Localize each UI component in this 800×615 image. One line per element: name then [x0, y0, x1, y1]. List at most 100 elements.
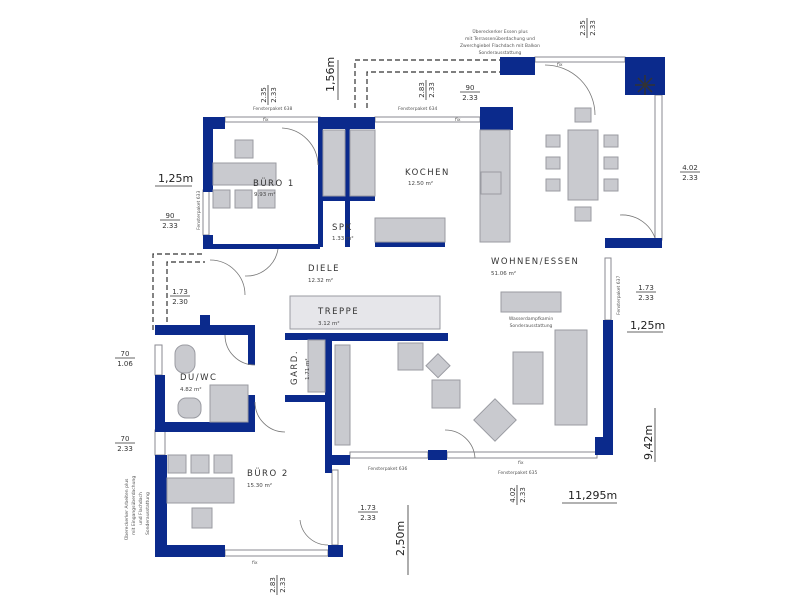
svg-text:2.83: 2.83 — [418, 82, 426, 98]
measure-1-56: 1,56m — [324, 57, 337, 92]
shower-icon — [209, 384, 249, 423]
room-area-wohnen: 51.06 m² — [491, 270, 516, 277]
room-area-treppe: 3.12 m² — [318, 320, 340, 327]
svg-text:mit Eingangsüberdachung: mit Eingangsüberdachung — [131, 476, 137, 535]
window-label-636: Fensterpaket 636 — [368, 466, 407, 472]
office-chair-1 — [234, 139, 254, 159]
svg-text:2.33: 2.33 — [589, 20, 597, 36]
svg-text:2.33: 2.33 — [638, 294, 654, 302]
window-label-638: Fensterpaket 638 — [253, 106, 292, 112]
svg-text:2.30: 2.30 — [172, 298, 188, 306]
measure-9-42: 9,42m — [642, 425, 655, 460]
svg-text:2.33: 2.33 — [519, 487, 527, 503]
svg-text:70: 70 — [121, 435, 130, 443]
room-area-gard: 1.71 m² — [304, 358, 311, 380]
room-name-buero1: BÜRO 1 — [253, 178, 295, 189]
note-erker-top: Übereckerker Essen plus mit Terrassenübe… — [460, 28, 540, 56]
measure-11-295: 11,295m — [568, 489, 617, 502]
svg-text:2.33: 2.33 — [270, 87, 278, 103]
svg-text:mit Terrassenüberdachung und: mit Terrassenüberdachung und — [465, 36, 535, 42]
room-name-wohnen: WOHNEN/ESSEN — [491, 257, 579, 267]
svg-text:1.73: 1.73 — [172, 288, 188, 296]
cooktop-icon — [480, 171, 502, 195]
svg-text:Übereckerker Arbeiten plus: Übereckerker Arbeiten plus — [123, 478, 130, 540]
desk-1 — [212, 162, 277, 186]
window-label-635: Fensterpaket 635 — [498, 470, 537, 476]
room-name-gard: GARD. — [290, 350, 300, 385]
fix-label: fix — [263, 117, 269, 123]
staircase — [289, 295, 441, 330]
svg-text:2.35: 2.35 — [579, 20, 587, 36]
erker-dashed-inner — [366, 71, 500, 108]
fix-label: fix — [557, 62, 563, 68]
furniture — [166, 75, 655, 529]
room-name-treppe: TREPPE — [317, 307, 359, 317]
entrance-dashed-inner — [166, 261, 205, 330]
fix-label: fix — [252, 560, 258, 566]
svg-text:1.06: 1.06 — [117, 360, 133, 368]
room-area-duwc: 4.82 m² — [180, 386, 202, 393]
room-area-kochen: 12.50 m² — [408, 180, 433, 187]
room-name-spk: SPK — [332, 223, 353, 233]
fireplace-label: Wasserdampfkamin — [509, 316, 554, 322]
svg-text:2.35: 2.35 — [260, 87, 268, 103]
room-name-kochen: KOCHEN — [405, 168, 450, 178]
fix-label: fix — [455, 117, 461, 123]
window-label-633: Fensterpaket 633 — [196, 191, 202, 230]
svg-text:Sonderausstattung: Sonderausstattung — [145, 492, 151, 535]
kitchen-counter-bottom — [374, 217, 446, 243]
fireplace-note: Sonderausstattung — [510, 323, 553, 329]
svg-text:4.02: 4.02 — [509, 487, 517, 503]
measure-2-50: 2,50m — [394, 521, 407, 556]
svg-text:90: 90 — [466, 84, 475, 92]
svg-text:1.73: 1.73 — [638, 284, 654, 292]
room-area-spk: 1.33 m² — [332, 235, 354, 242]
svg-text:Übereckerker Essen plus: Übereckerker Essen plus — [472, 28, 528, 35]
entrance-dashed-outline — [152, 253, 205, 330]
svg-text:2.33: 2.33 — [682, 174, 698, 182]
window-label-634: Fensterpaket 634 — [398, 106, 437, 112]
doors — [209, 64, 656, 546]
svg-text:Zwerchgiebel Flachdach mit Bal: Zwerchgiebel Flachdach mit Balkon — [460, 43, 540, 49]
window-label-637: Fensterpaket 637 — [616, 276, 622, 315]
erker-dashed-outline — [354, 59, 500, 108]
svg-text:1.73: 1.73 — [360, 504, 376, 512]
svg-text:70: 70 — [121, 350, 130, 358]
room-name-duwc: DU/WC — [180, 373, 217, 383]
svg-text:2.33: 2.33 — [162, 222, 178, 230]
svg-text:2.33: 2.33 — [117, 445, 133, 453]
sink-icon — [177, 397, 202, 419]
svg-text:und Flachdach: und Flachdach — [138, 492, 144, 525]
svg-text:4.02: 4.02 — [682, 164, 698, 172]
room-area-diele: 12.32 m² — [308, 277, 333, 284]
svg-text:2.33: 2.33 — [360, 514, 376, 522]
measure-1-25-right: 1,25m — [630, 319, 665, 332]
sofa — [554, 329, 588, 426]
coffee-table — [512, 351, 544, 405]
dining-table — [567, 129, 599, 201]
svg-text:2.33: 2.33 — [428, 82, 436, 98]
measure-1-25-left: 1,25m — [158, 172, 193, 185]
walls — [155, 57, 665, 557]
svg-text:2.83: 2.83 — [269, 577, 277, 593]
armchair — [431, 379, 461, 409]
svg-text:90: 90 — [166, 212, 175, 220]
desk-2 — [166, 477, 235, 504]
svg-text:2.33: 2.33 — [462, 94, 478, 102]
measurements: 1,56m 1,25m 1,25m 9,42m 11,295m 2,50m — [155, 57, 665, 575]
note-erker-left: Übereckerker Arbeiten plus mit Eingangsü… — [123, 476, 151, 540]
room-area-buero1: 9.93 m² — [254, 191, 276, 198]
armchair-rotated — [473, 398, 517, 442]
svg-text:2.33: 2.33 — [279, 577, 287, 593]
plant-icon — [635, 75, 655, 95]
room-name-buero2: BÜRO 2 — [247, 468, 289, 479]
room-area-buero2: 15.30 m² — [247, 482, 272, 489]
fix-label: fix — [518, 460, 524, 466]
svg-text:Sonderausstattung: Sonderausstattung — [479, 50, 522, 56]
cabinet — [322, 129, 346, 197]
toilet-icon — [174, 344, 196, 374]
room-name-diele: DIELE — [308, 264, 340, 274]
kitchen-counter-left — [349, 129, 376, 197]
